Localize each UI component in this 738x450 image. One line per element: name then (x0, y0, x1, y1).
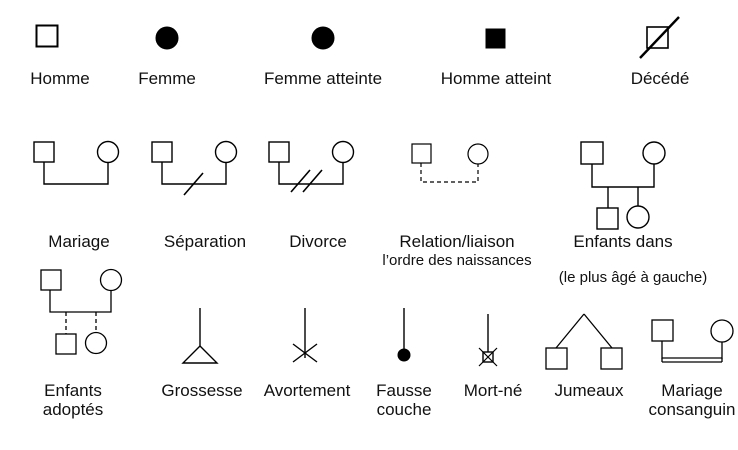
symbol-jumeaux (542, 312, 626, 370)
label-femme-atteinte: Femme atteinte (263, 69, 383, 88)
label-grossesse: Grossesse (161, 381, 243, 400)
label-mort-ne: Mort-né (463, 381, 523, 400)
label-fausse-couche-line1: Fausse (376, 381, 432, 400)
symbol-femme-atteinte (311, 26, 335, 50)
symbol-mariage (30, 140, 130, 192)
label-enfants-dans: Enfants dans (573, 232, 673, 251)
label-femme: Femme (138, 69, 196, 88)
label-relation-liaison: Relation/liaison (399, 232, 515, 251)
label-homme-atteint: Homme atteint (440, 69, 552, 88)
label-homme: Homme (30, 69, 90, 88)
label-separation: Séparation (163, 232, 247, 251)
label-mariage-consanguin-line2: consanguin (648, 400, 736, 419)
symbol-mariage-consanguin (648, 318, 738, 368)
label-divorce: Divorce (289, 232, 347, 251)
symbol-divorce (265, 140, 365, 200)
symbol-grossesse (172, 306, 228, 364)
label-enfants-adoptes-line2: adoptés (42, 400, 104, 419)
label-fausse-couche-line2: couche (376, 400, 432, 419)
symbol-fausse-couche (390, 308, 418, 364)
sublabel-ordre-naissances: l’ordre des naissances (382, 252, 532, 269)
label-decede: Décédé (630, 69, 690, 88)
symbol-homme-atteint (485, 28, 506, 49)
symbol-relation-liaison (408, 142, 498, 190)
symbol-mort-ne (474, 314, 502, 367)
label-mariage: Mariage (48, 232, 110, 251)
symbol-femme (155, 26, 179, 50)
symbol-enfants-adoptes (35, 268, 135, 358)
symbol-enfants-dans (575, 140, 675, 230)
symbol-avortement (282, 306, 328, 364)
label-jumeaux: Jumeaux (554, 381, 624, 400)
symbol-separation (148, 140, 248, 200)
sublabel-plus-age-a-gauche: (le plus âgé à gauche) (558, 269, 708, 286)
label-mariage-consanguin-line1: Mariage (661, 381, 723, 400)
symbol-decede (638, 14, 682, 60)
label-avortement: Avortement (263, 381, 351, 400)
label-enfants-adoptes-line1: Enfants (44, 381, 102, 400)
symbol-homme (35, 24, 61, 50)
